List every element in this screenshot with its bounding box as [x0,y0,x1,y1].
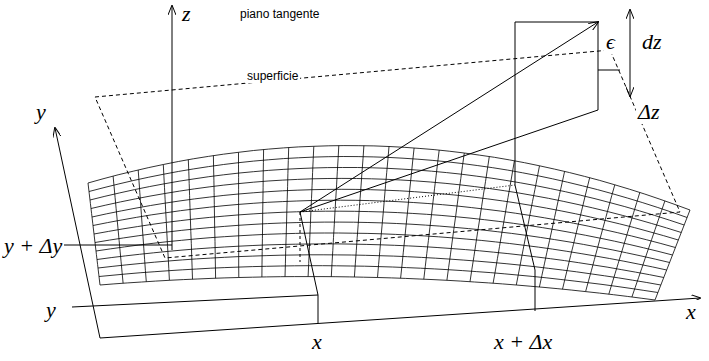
mesh-line [470,157,489,282]
surface-label: superficie [245,70,300,83]
mesh-line [632,201,665,297]
mesh-line [516,166,539,285]
mesh-line [609,193,640,295]
mesh-line [262,150,264,277]
mesh-line [213,156,215,279]
mesh-line [97,244,664,278]
tick-label: x [310,330,324,354]
mesh-line [138,170,146,282]
mesh-line [308,146,314,276]
mesh-line [563,178,590,290]
dashed-guide [300,212,301,262]
increment-vertical [515,22,516,185]
mesh-line [447,153,464,280]
delta-z-label: Δz [636,100,661,124]
x-rise [300,212,318,295]
mesh-line [163,165,169,281]
axis-label: z [180,2,193,26]
x-tick [318,295,319,323]
mesh-line [331,146,339,277]
mesh-line [100,277,655,300]
mesh-line [238,152,239,277]
tick-label: y [44,298,58,322]
increment-bar [598,22,599,110]
mesh-line [92,189,678,240]
surface-mesh [88,146,690,300]
mesh-line [354,146,364,277]
mesh-line [586,185,615,292]
mesh-line [91,178,681,232]
y-dy-line [58,245,172,246]
mesh-line [424,150,439,279]
mesh-line [95,222,670,262]
plane-label: piano tangente [238,8,321,21]
mesh-line [113,176,123,283]
mesh-line [401,148,415,278]
secant-guide [300,185,515,212]
x-dx-rise [515,185,535,270]
mesh-line [96,233,667,270]
mesh-line [655,210,690,300]
tangent-line [300,22,598,212]
axis-label: x [684,300,698,324]
x-axis [100,298,700,338]
axis-label: y [34,100,48,124]
surface-secant [300,110,598,212]
mesh-line [93,200,675,247]
tick-label: x + Δx [492,330,554,354]
mesh-line [89,157,687,218]
dz-arrow [630,10,631,96]
x-dx-tick [535,270,536,311]
epsilon-mark [598,70,620,71]
mesh-line [90,168,684,226]
increment-top [515,22,598,23]
mesh-line [88,183,100,285]
y-line [72,295,318,307]
epsilon-label: ϵ [604,30,617,54]
dz-label: dz [640,30,664,54]
mesh-line [94,211,673,255]
mesh-line [539,171,564,287]
mesh-line [285,148,289,277]
mesh-line [188,160,192,280]
z-axis [172,6,173,250]
mesh-line [493,161,514,283]
mesh-line [378,147,390,278]
tick-label: y + Δy [2,234,64,258]
